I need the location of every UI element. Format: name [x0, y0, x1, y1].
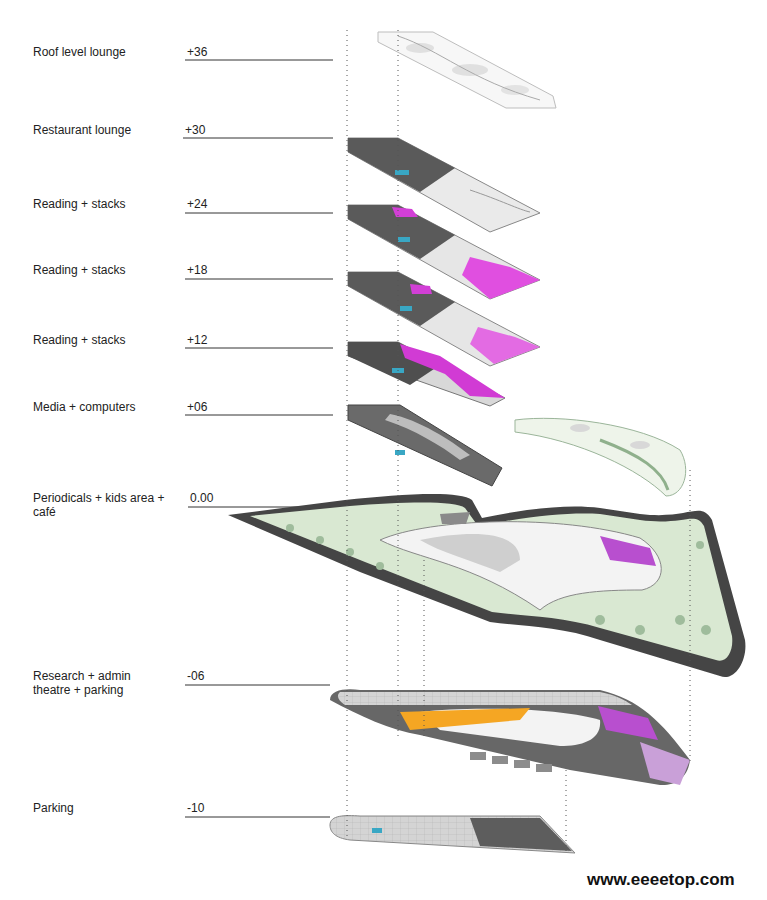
ground-slab: [286, 524, 294, 532]
basement-slab: [470, 752, 552, 772]
reading-slab: [400, 306, 412, 311]
reading-slab: [348, 342, 505, 406]
landscape-piece: [515, 418, 686, 496]
floor-name: Restaurant lounge: [33, 123, 131, 137]
ground-slab: [600, 536, 656, 566]
level-line: [185, 817, 330, 818]
roof-slab: [378, 32, 556, 108]
roof-slab: [406, 43, 434, 53]
reading-slab: [462, 257, 540, 299]
media-slab: [395, 450, 405, 455]
floor-name: Research + admin theatre + parking: [33, 669, 138, 697]
roof-slab: [501, 85, 529, 95]
projection-line: [424, 560, 425, 740]
floor-name: Roof level lounge: [33, 45, 126, 59]
reading-slab: [348, 205, 455, 259]
level-number: +18: [187, 263, 207, 277]
level-line: [183, 138, 333, 139]
level-number: -06: [187, 669, 204, 683]
floor-name: Parking: [33, 801, 74, 815]
reading-slab: [410, 284, 432, 294]
ground-slab: [675, 615, 685, 625]
level-number: +12: [187, 333, 207, 347]
floor-name: Periodicals + kids area + café: [33, 491, 165, 519]
watermark: www.eeeetop.com: [587, 870, 735, 889]
level-number: +36: [187, 45, 207, 59]
level-line: [185, 348, 333, 349]
ground-slab: [440, 512, 470, 524]
parking-slab: [372, 828, 382, 833]
parking-slab: [330, 816, 575, 853]
level-number: +06: [187, 400, 207, 414]
restaurant-slab: [395, 170, 409, 175]
projection-line: [347, 30, 348, 836]
basement-slab: [492, 756, 508, 764]
level-line: [185, 685, 330, 686]
level-line: [185, 279, 333, 280]
floor-name: Reading + stacks: [33, 197, 125, 211]
reading-slab: [470, 327, 540, 364]
level-line: [185, 415, 333, 416]
projection-line: [690, 470, 691, 765]
projection-line: [398, 30, 399, 740]
parking-slab: [330, 816, 575, 853]
basement-slab: [470, 752, 486, 760]
media-slab: [348, 405, 502, 486]
basement-slab: [338, 692, 632, 705]
level-number: -10: [187, 801, 204, 815]
reading-slab: [398, 237, 410, 242]
basement-slab: [640, 742, 690, 785]
basement-slab: [536, 764, 552, 772]
landscape-piece: [630, 441, 650, 449]
level-line: [185, 60, 333, 61]
basement-slab: [330, 689, 690, 785]
ground-slab: [635, 625, 645, 635]
ground-slab: [250, 503, 732, 661]
restaurant-slab: [470, 190, 530, 212]
basement-slab: [400, 708, 530, 730]
ground-slab: [595, 615, 605, 625]
projection-line: [347, 30, 690, 852]
ground-slab: [228, 494, 745, 677]
ground-slab: [420, 534, 520, 572]
ground-slab: [376, 562, 384, 570]
roof-slab: [452, 64, 488, 76]
floor-name: Reading + stacks: [33, 333, 125, 347]
basement-slab: [514, 760, 530, 768]
floor-name: Media + computers: [33, 400, 135, 414]
ground-slab: [286, 524, 711, 635]
reading-slab: [348, 272, 455, 326]
landscape-piece: [600, 440, 668, 490]
basement-slab: [330, 689, 690, 785]
reading-slab: [348, 342, 505, 406]
floor-name: Reading + stacks: [33, 263, 125, 277]
landscape-piece: [570, 424, 590, 432]
roof-slab: [398, 36, 540, 100]
ground-slab: [228, 494, 745, 677]
level-line: [185, 213, 333, 214]
basement-slab: [598, 706, 658, 740]
level-line: [183, 60, 338, 817]
ground-slab: [696, 541, 704, 549]
restaurant-slab: [348, 138, 455, 192]
ground-slab: [701, 625, 711, 635]
level-number: +24: [187, 197, 207, 211]
ground-slab: [316, 536, 324, 544]
level-number: +30: [185, 123, 205, 137]
landscape-piece: [515, 418, 686, 496]
ground-slab: [380, 522, 661, 610]
reading-slab: [400, 344, 505, 398]
ground-slab: [346, 548, 354, 556]
reading-slab: [392, 207, 418, 217]
media-slab: [348, 405, 502, 486]
parking-slab: [470, 818, 572, 851]
level-number: 0.00: [190, 491, 213, 505]
roof-slab: [378, 32, 556, 108]
projection-line: [566, 770, 567, 852]
